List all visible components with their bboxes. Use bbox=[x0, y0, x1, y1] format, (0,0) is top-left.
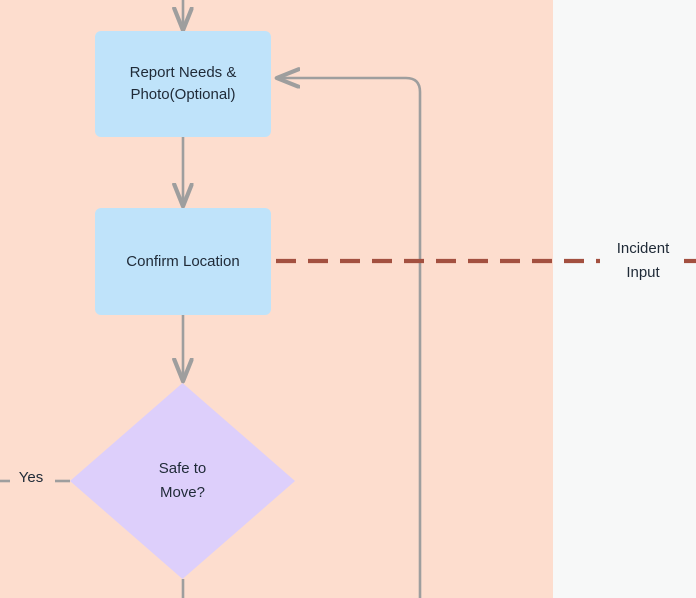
node-safe-to-move-label: Safe to Move? bbox=[158, 460, 207, 501]
node-report-needs-photo[interactable]: Report Needs & Photo(Optional) bbox=[95, 31, 271, 137]
edge-label-incident-input: Incident Input bbox=[616, 240, 670, 281]
node-confirm-location[interactable]: Confirm Location bbox=[95, 208, 271, 315]
node-safe-to-move[interactable]: Safe to Move? bbox=[70, 383, 295, 579]
edge-label-yes: Yes bbox=[18, 469, 44, 486]
